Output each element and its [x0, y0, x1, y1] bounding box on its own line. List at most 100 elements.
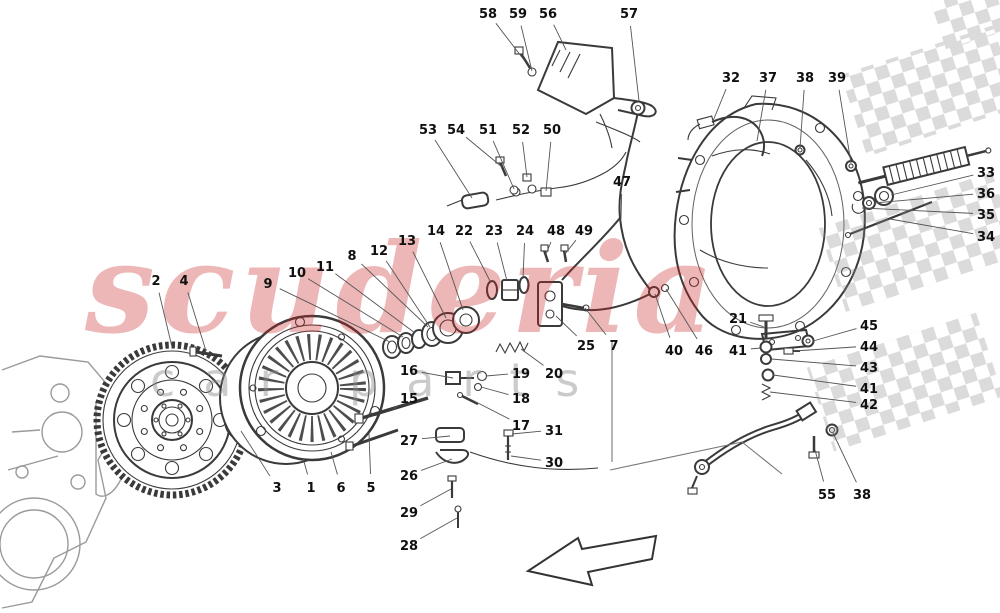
callout-leader-18 — [480, 386, 509, 395]
callout-leader-40 — [654, 293, 671, 338]
callout-leader-7 — [584, 307, 607, 336]
callout-37: 37 — [759, 71, 777, 86]
callout-27: 27 — [400, 434, 418, 449]
callout-leader-9 — [279, 288, 391, 343]
callout-leader-37 — [756, 89, 767, 142]
callout-leader-53 — [434, 139, 473, 199]
callout-40: 40 — [665, 344, 683, 359]
callout-leader-42 — [769, 391, 857, 403]
callout-44: 44 — [860, 340, 878, 355]
shaft-washer-inner — [848, 163, 854, 169]
callout-leader-21 — [750, 321, 765, 328]
bearing-rings — [382, 306, 480, 359]
callout-24: 24 — [516, 224, 534, 239]
callout-leader-35 — [861, 207, 974, 214]
callout-leader-32 — [712, 88, 727, 122]
callout-4: 4 — [179, 274, 188, 289]
callout-leader-50 — [545, 141, 552, 192]
callout-21: 21 — [729, 312, 747, 327]
callout-36: 36 — [977, 187, 995, 202]
checkered-flag-watermark — [806, 0, 1000, 452]
callout-54: 54 — [447, 123, 465, 138]
callout-leader-45 — [812, 328, 857, 342]
callout-39: 39 — [828, 71, 846, 86]
callout-46: 46 — [695, 344, 713, 359]
callout-leader-34 — [889, 218, 974, 235]
bracket-plate — [514, 40, 657, 149]
cable — [469, 451, 599, 470]
callout-50: 50 — [543, 123, 561, 138]
callout-leader-12 — [385, 260, 431, 328]
callout-45: 45 — [860, 319, 878, 334]
callout-leader-30 — [510, 455, 542, 461]
callout-38: 38 — [853, 488, 871, 503]
callout-33: 33 — [977, 166, 995, 181]
callout-leader-26 — [421, 458, 453, 471]
callout-22: 22 — [455, 224, 473, 239]
callout-leader-23 — [496, 242, 508, 282]
callout-leader-17 — [473, 400, 510, 420]
callout-2: 2 — [151, 274, 160, 289]
callout-23: 23 — [485, 224, 503, 239]
watermark-subtext: car parts — [150, 353, 607, 407]
callout-28: 28 — [400, 539, 418, 554]
callout-leader-46 — [665, 288, 698, 340]
callout-leader-38 — [799, 89, 805, 149]
callout-leader-28 — [420, 517, 458, 540]
callout-leader-55 — [814, 449, 825, 482]
callout-5: 5 — [366, 481, 375, 496]
callout-leader-6 — [330, 451, 338, 475]
callout-leader-48 — [545, 241, 552, 255]
callout-3: 3 — [272, 481, 281, 496]
callout-51: 51 — [479, 123, 497, 138]
callout-38: 38 — [796, 71, 814, 86]
callout-leader-31 — [511, 430, 542, 435]
callout-26: 26 — [400, 469, 418, 484]
callout-leader-39 — [838, 89, 852, 164]
callout-leader-22 — [469, 241, 492, 284]
callout-leader-16 — [421, 371, 454, 379]
callout-leader-13 — [412, 251, 447, 319]
callout-leader-38 — [832, 432, 857, 483]
callout-leader-36 — [873, 193, 974, 204]
callout-48: 48 — [547, 224, 565, 239]
callout-17: 17 — [512, 419, 530, 434]
callout-leader-33 — [890, 174, 974, 196]
callout-20: 20 — [545, 367, 563, 382]
callout-leader-27 — [421, 435, 451, 440]
callout-leader-58 — [495, 23, 525, 61]
callout-41: 41 — [729, 344, 747, 359]
callout-18: 18 — [512, 392, 530, 407]
direction-arrow — [525, 534, 658, 587]
callout-1: 1 — [306, 481, 315, 496]
callout-leader-1 — [302, 457, 308, 475]
callout-16: 16 — [400, 364, 418, 379]
callout-11: 11 — [316, 260, 334, 275]
callout-leader-15 — [392, 404, 399, 410]
callout-leader-8 — [361, 263, 429, 328]
callout-leader-54 — [465, 136, 503, 168]
input-shaft — [857, 145, 992, 187]
callout-56: 56 — [539, 7, 557, 22]
callout-41: 41 — [860, 382, 878, 397]
callout-59: 59 — [509, 7, 527, 22]
callout-9: 9 — [263, 277, 272, 292]
callout-8: 8 — [347, 249, 356, 264]
flywheel-bolt — [189, 346, 223, 358]
callout-leader-43 — [770, 358, 857, 367]
callout-53: 53 — [419, 123, 437, 138]
callout-leader-25 — [555, 315, 577, 337]
callout-19: 19 — [512, 367, 530, 382]
callout-35: 35 — [977, 208, 995, 223]
callout-leader-4 — [187, 292, 207, 352]
callout-leader-51 — [492, 140, 515, 190]
callout-47: 47 — [613, 175, 631, 190]
callout-29: 29 — [400, 506, 418, 521]
callout-12: 12 — [370, 244, 388, 259]
callout-57: 57 — [620, 7, 638, 22]
callout-34: 34 — [977, 230, 995, 245]
callout-leader-19 — [485, 373, 509, 377]
